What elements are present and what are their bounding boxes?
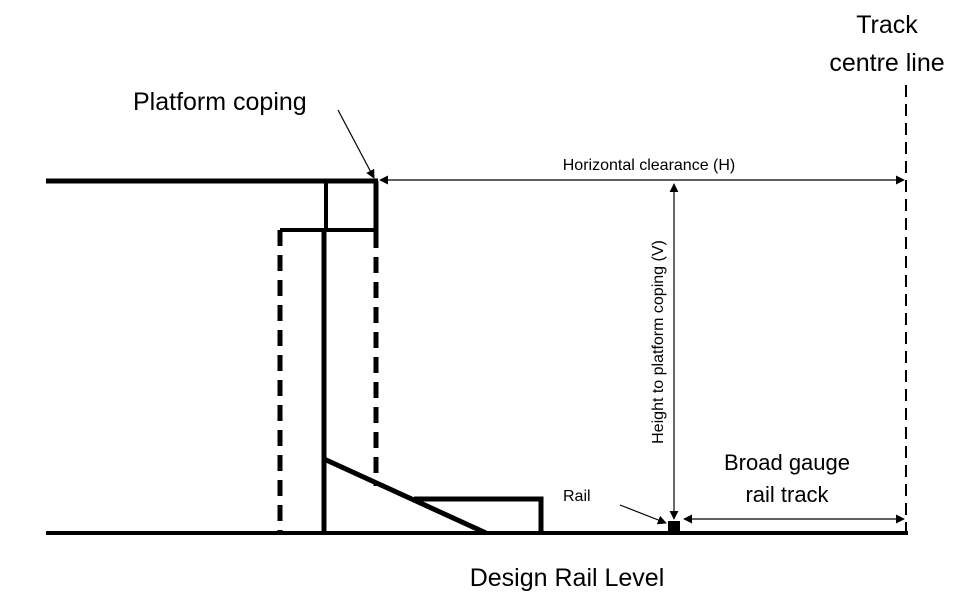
rail-icon [668,521,680,533]
platform-coping-leader [337,109,375,179]
platform-coping-label: Platform coping [133,88,307,116]
rail-label: Rail [563,488,591,505]
design-rail-level-label: Design Rail Level [470,564,665,592]
footing-block [414,496,544,533]
track-centre-line-label-line1: Track [856,11,918,39]
track-centre-line-label-line2: centre line [829,49,944,77]
horizontal-clearance-label: Horizontal clearance (H) [563,157,736,174]
height-to-coping-label: Height to platform coping (V) [650,240,667,444]
broad-gauge-label-line1: Broad gauge [724,450,850,475]
platform-slope [322,456,488,536]
rail-leader [619,504,667,525]
broad-gauge-label-line2: rail track [745,482,829,507]
